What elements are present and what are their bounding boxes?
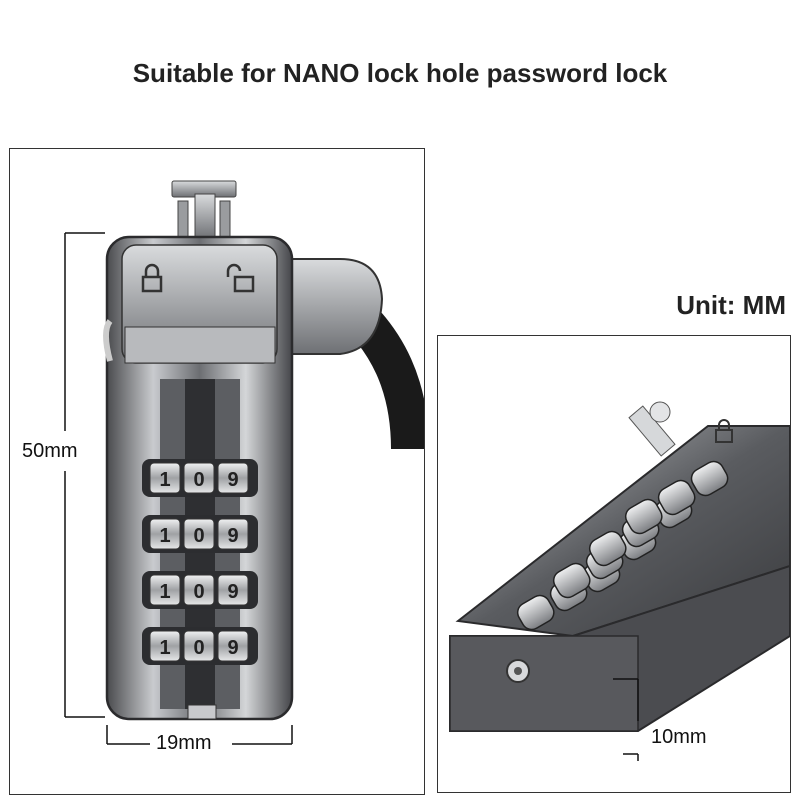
dial-digit: 0 [193, 581, 204, 603]
dial-digit: 1 [159, 525, 170, 547]
page-title: Suitable for NANO lock hole password loc… [132, 58, 668, 88]
front-view-panel: 1 0 9 1 0 9 1 0 9 1 0 9 50mm 19mm [9, 148, 425, 795]
width-dimension-line [106, 725, 293, 745]
height-label: 50mm [22, 440, 78, 463]
dial-digit: 9 [227, 469, 238, 491]
dial-digit: 0 [193, 469, 204, 491]
combination-dial: 1 0 9 [142, 571, 258, 609]
width-label: 19mm [156, 732, 212, 755]
dial-digit: 9 [227, 581, 238, 603]
dial-digit: 1 [159, 637, 170, 659]
unlocked-icon [226, 263, 255, 293]
combination-dial: 1 0 9 [142, 627, 258, 665]
combination-dial: 1 0 9 [142, 515, 258, 553]
locked-icon [715, 419, 733, 443]
dial-digit: 9 [227, 525, 238, 547]
dial-digit: 1 [159, 581, 170, 603]
side-view-panel: 10mm [437, 335, 791, 793]
dial-digit: 0 [193, 637, 204, 659]
depth-label: 10mm [651, 726, 707, 749]
dial-digit: 9 [227, 637, 238, 659]
side-view-illustration [449, 401, 790, 761]
height-dimension-line [64, 232, 105, 718]
locked-icon [141, 263, 163, 293]
unit-label: Unit: MM [676, 290, 786, 320]
combination-dial: 1 0 9 [142, 459, 258, 497]
depth-dimension-line [613, 678, 639, 761]
front-view-illustration: 1 0 9 1 0 9 1 0 9 1 0 9 [64, 180, 424, 745]
dial-digit: 1 [159, 469, 170, 491]
combination-dial [624, 460, 729, 535]
dial-digit: 0 [193, 525, 204, 547]
